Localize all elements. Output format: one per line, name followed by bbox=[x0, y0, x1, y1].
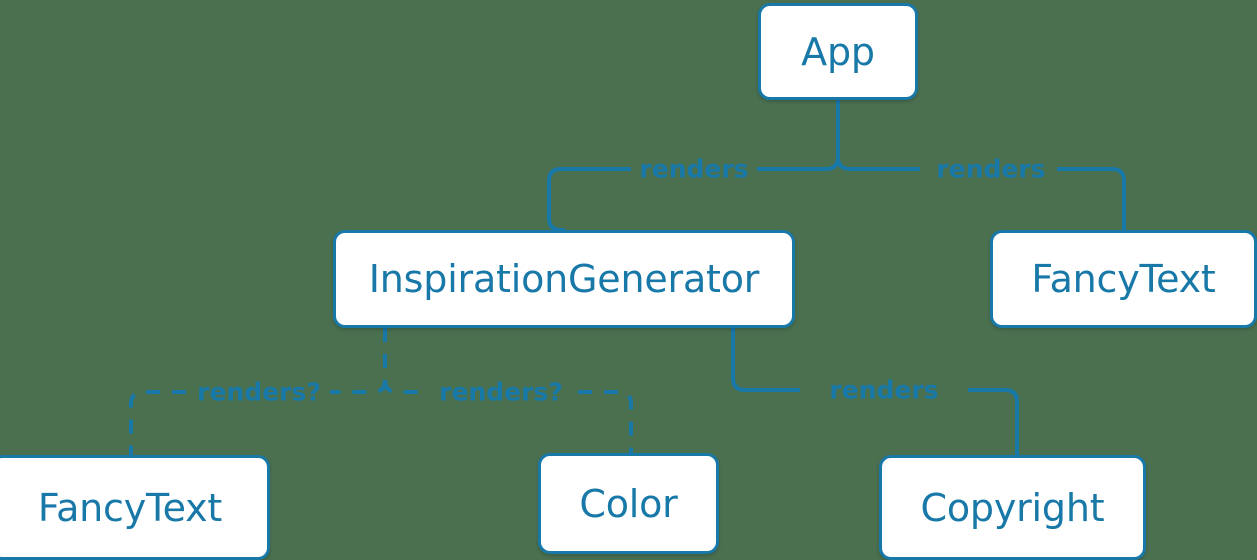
node-inspirationgenerator-label: InspirationGenerator bbox=[368, 257, 760, 301]
edge-label-inspirationgenerator-to-copyright: renders bbox=[829, 375, 939, 405]
node-copyright[interactable]: Copyright bbox=[879, 455, 1146, 560]
node-fancytext-bottom-label: FancyText bbox=[37, 485, 223, 530]
node-color-label: Color bbox=[579, 481, 678, 526]
node-fancytext-right[interactable]: FancyText bbox=[990, 230, 1257, 328]
node-color[interactable]: Color bbox=[538, 453, 719, 554]
node-inspirationgenerator[interactable]: InspirationGenerator bbox=[333, 230, 795, 328]
edge-label-inspirationgenerator-to-color: renders? bbox=[439, 377, 563, 407]
edge-label-app-to-fancytext: renders bbox=[936, 154, 1046, 184]
node-fancytext-bottom[interactable]: FancyText bbox=[0, 455, 270, 560]
node-copyright-label: Copyright bbox=[920, 485, 1105, 530]
edge-label-inspirationgenerator-to-fancytext: renders? bbox=[197, 377, 321, 407]
edge-label-app-to-inspirationgenerator: renders bbox=[639, 154, 749, 184]
edge-inspirationgenerator-to-copyright bbox=[731, 328, 1019, 455]
edge-inspirationgenerator-to-color bbox=[383, 328, 633, 453]
node-fancytext-right-label: FancyText bbox=[1031, 257, 1216, 301]
edge-app-to-fancytext bbox=[836, 100, 1126, 230]
node-app-label: App bbox=[801, 29, 875, 74]
node-app[interactable]: App bbox=[758, 3, 918, 100]
